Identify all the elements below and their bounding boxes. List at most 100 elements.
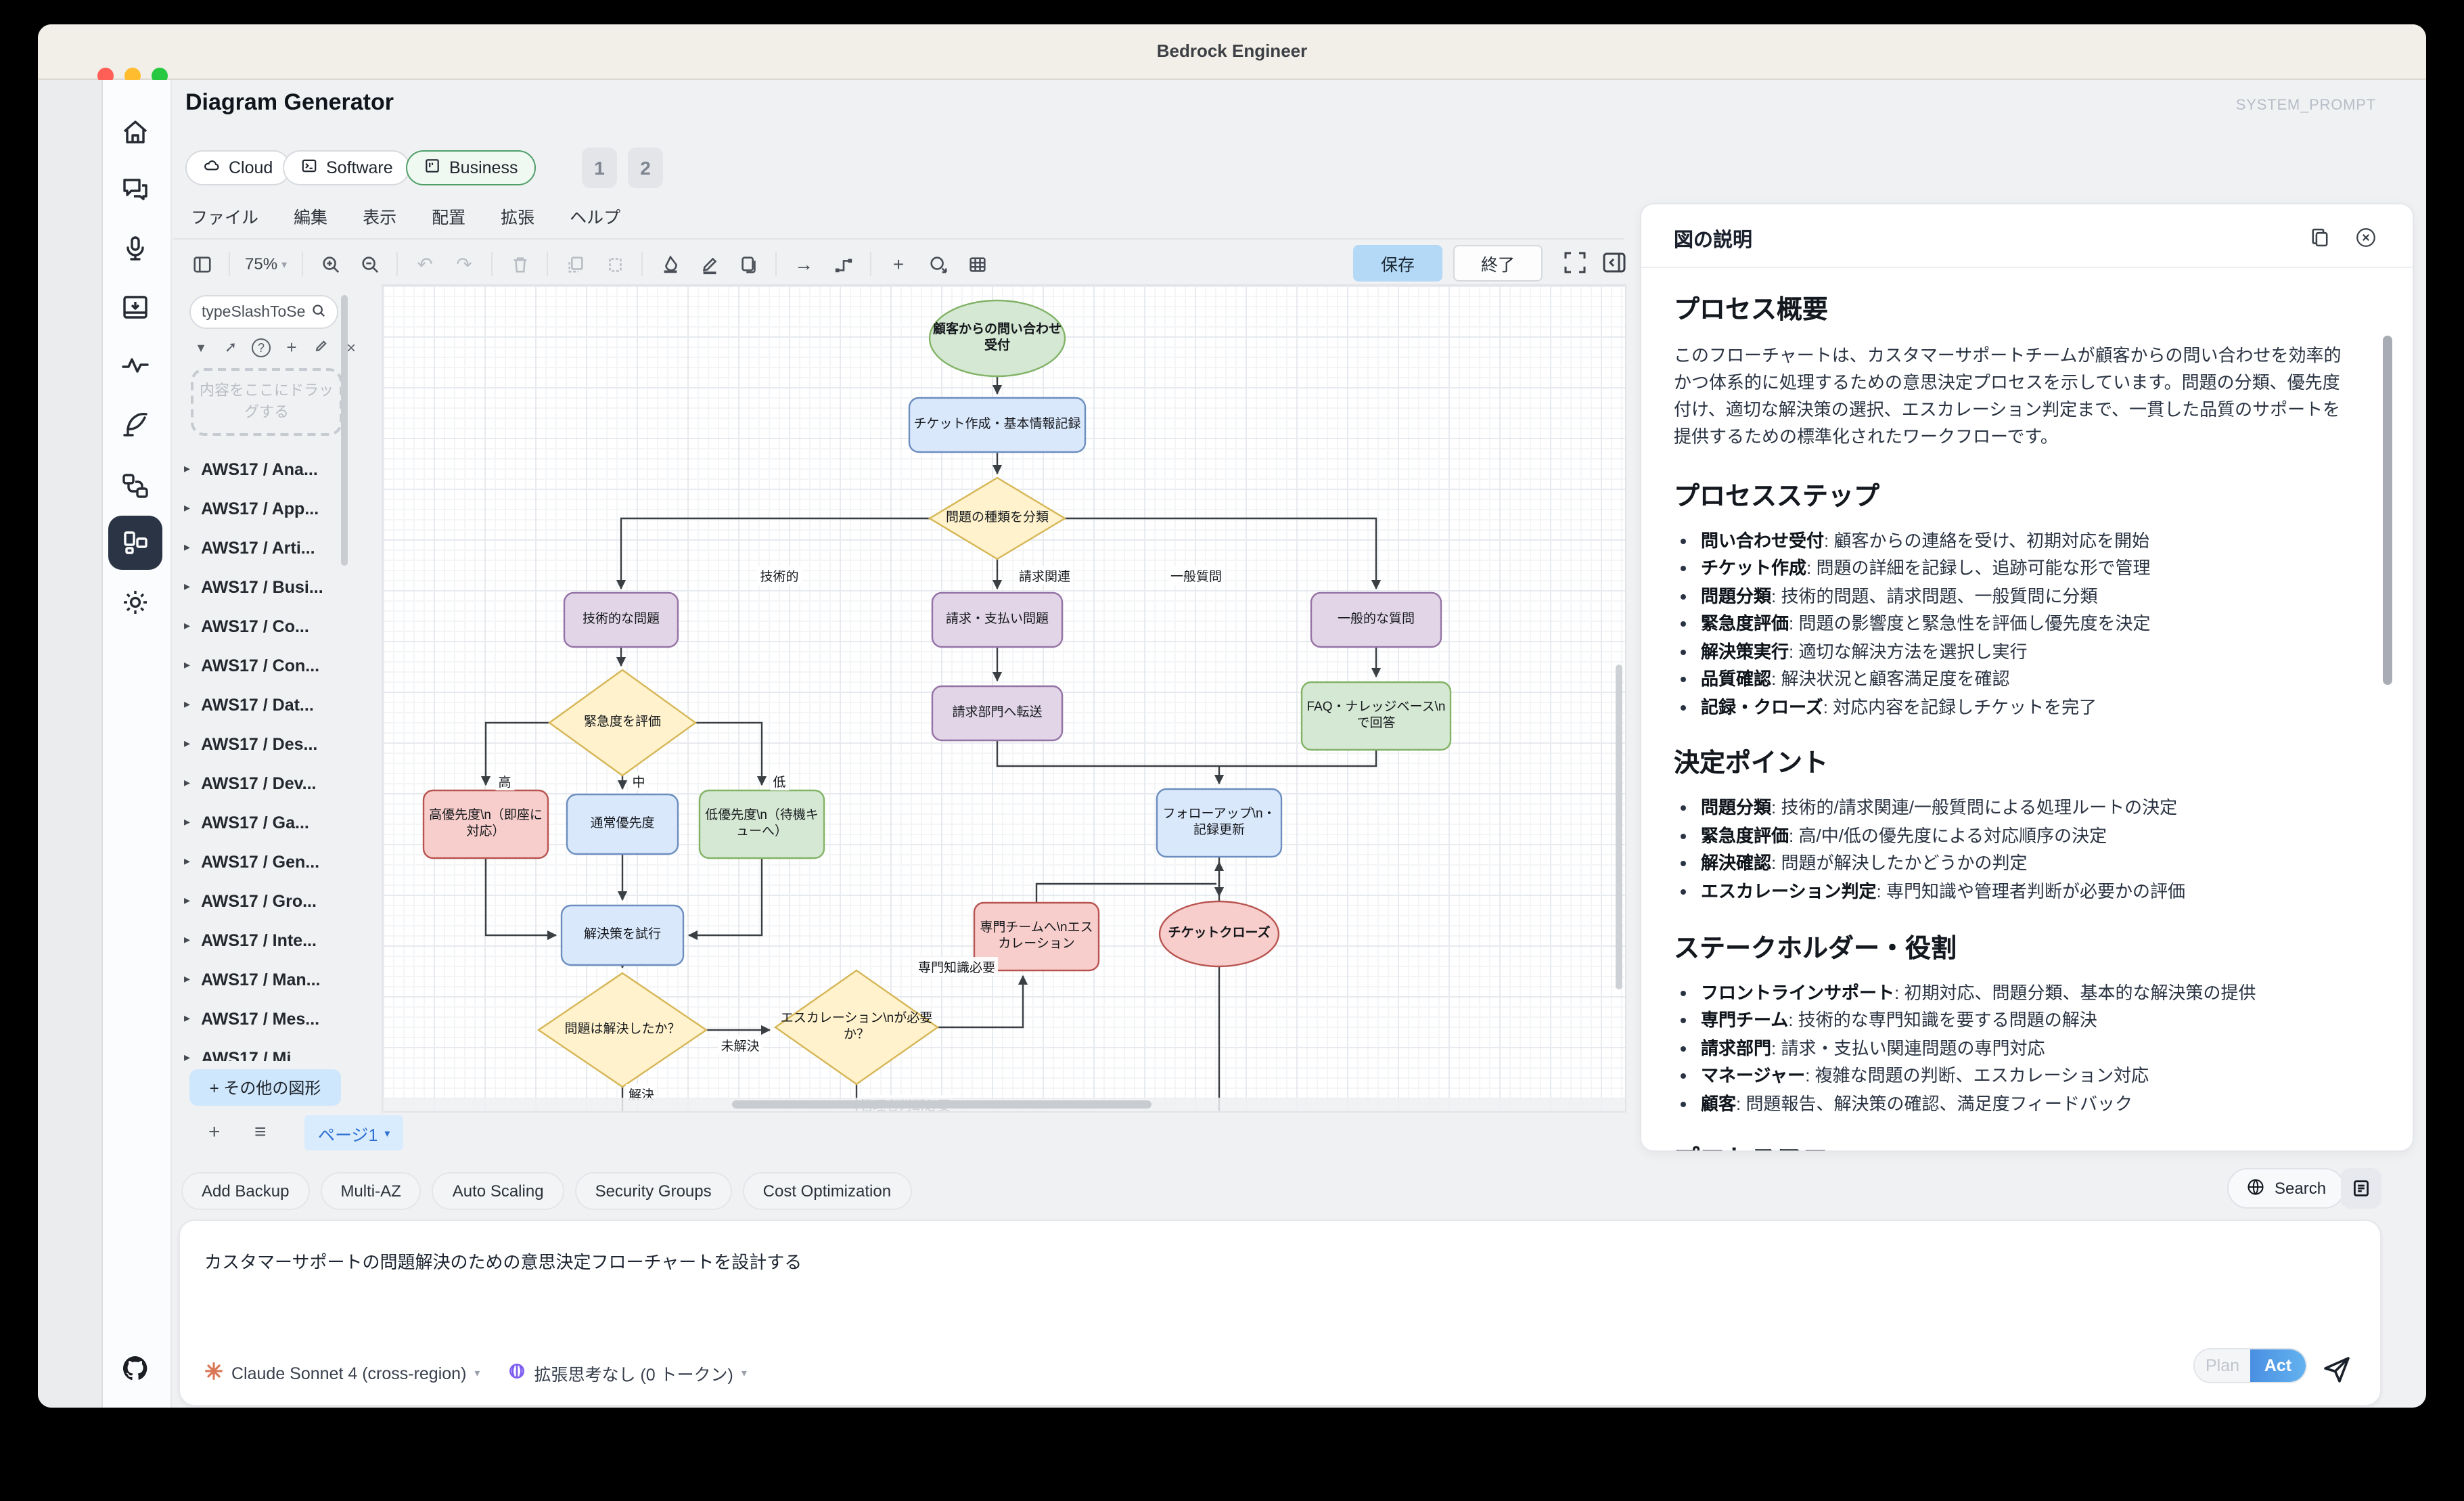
flow-node-followup[interactable]	[1156, 788, 1283, 858]
shape-group-item[interactable]: ▸AWS17 / App...	[184, 499, 319, 518]
zoom-level-dropdown[interactable]: 75%▾	[245, 254, 288, 273]
knowledge-base-icon[interactable]	[119, 291, 152, 323]
chat-icon[interactable]	[119, 173, 152, 206]
quick-chip[interactable]: Cost Optimization	[742, 1172, 912, 1210]
menu-item[interactable]: ヘルプ	[570, 208, 621, 227]
flow-node-faq[interactable]	[1300, 681, 1452, 751]
flow-edge[interactable]	[695, 721, 767, 786]
add-shape-icon[interactable]: +	[892, 253, 905, 275]
microphone-icon[interactable]	[119, 233, 152, 265]
flow-node-normal[interactable]	[566, 793, 679, 855]
zoom-in-icon[interactable]	[318, 252, 342, 276]
plan-act-toggle[interactable]: Plan Act	[2193, 1348, 2307, 1383]
flow-node-solved[interactable]	[537, 972, 708, 1088]
flow-node-try[interactable]	[560, 904, 685, 966]
flow-edge[interactable]	[1065, 517, 1382, 590]
quick-chip[interactable]: Add Backup	[181, 1172, 310, 1210]
flow-edge[interactable]	[480, 721, 549, 786]
system-prompt-link[interactable]: SYSTEM_PROMPT	[2235, 97, 2376, 114]
flow-edge[interactable]	[938, 974, 1028, 1029]
flow-edge[interactable]	[616, 517, 930, 590]
writer-feather-icon[interactable]	[119, 409, 152, 441]
flow-edge-label[interactable]: 高	[495, 771, 514, 790]
model-selector[interactable]: Claude Sonnet 4 (cross-region)	[231, 1364, 467, 1383]
add-icon[interactable]: +	[286, 337, 297, 357]
menu-item[interactable]: ファイル	[191, 208, 259, 227]
close-panel-icon[interactable]	[2354, 226, 2377, 249]
menu-item[interactable]: 配置	[432, 208, 466, 227]
fullscreen-icon[interactable]	[1561, 249, 1589, 276]
save-button[interactable]: 保存	[1353, 245, 1442, 282]
search-button[interactable]: Search	[2227, 1168, 2346, 1209]
canvas-hscrollbar-thumb[interactable]	[732, 1100, 1151, 1108]
page-tab[interactable]: ページ1▾	[304, 1115, 404, 1150]
flow-edge[interactable]	[1035, 882, 1216, 903]
flow-node-start[interactable]	[928, 299, 1066, 378]
flow-edge-label[interactable]: 技術的	[757, 566, 802, 585]
fill-color-icon[interactable]	[658, 252, 682, 276]
shape-search-input[interactable]: typeSlashToSe	[189, 295, 338, 329]
shape-group-item[interactable]: ▸AWS17 / Mes...	[184, 1009, 320, 1028]
insert-shape-icon[interactable]	[926, 252, 950, 276]
to-back-icon[interactable]	[602, 252, 626, 276]
flow-node-billing[interactable]	[931, 591, 1064, 648]
shape-group-item[interactable]: ▸AWS17 / Man...	[184, 970, 321, 989]
shape-group-item[interactable]: ▸AWS17 / Busi...	[184, 577, 323, 596]
quick-chip[interactable]: Multi-AZ	[320, 1172, 421, 1210]
exit-button[interactable]: 終了	[1453, 245, 1543, 282]
flow-node-tech[interactable]	[563, 591, 679, 648]
category-cloud[interactable]: Cloud	[185, 150, 291, 185]
flow-node-general[interactable]	[1310, 591, 1442, 648]
not​es-icon-button[interactable]	[2341, 1168, 2381, 1209]
description-scrollbar[interactable]	[2383, 336, 2392, 685]
prompt-input[interactable]: カスタマーサポートの問題解決のための意思決定フローチャートを設計する	[204, 1252, 802, 1272]
more-shapes-button[interactable]: + その他の図形	[189, 1069, 341, 1106]
plan-option[interactable]: Plan	[2195, 1349, 2250, 1382]
flow-node-transfer[interactable]	[931, 685, 1064, 742]
category-software[interactable]: Software	[283, 150, 411, 185]
cursor-arrow-icon[interactable]: ➚	[224, 340, 237, 356]
flow-node-urgency[interactable]	[547, 669, 698, 777]
diagram-generator-tab[interactable]	[108, 516, 162, 570]
shape-group-item[interactable]: ▸AWS17 / Des...	[184, 734, 318, 753]
add-page-icon[interactable]: +	[208, 1121, 221, 1144]
flow-node-classify[interactable]	[928, 476, 1067, 560]
shape-group-item[interactable]: ▸AWS17 / Dat...	[184, 695, 314, 714]
quick-chip[interactable]: Security Groups	[574, 1172, 732, 1210]
chevron-down-icon[interactable]: ▼	[195, 340, 207, 354]
close-icon[interactable]: ×	[346, 338, 356, 357]
flow-node-escteam[interactable]	[973, 901, 1100, 972]
shape-group-item[interactable]: ▸AWS17 / Ga...	[184, 813, 309, 832]
undo-icon[interactable]: ↶	[417, 252, 433, 274]
shape-group-item[interactable]: ▸AWS17 / Gen...	[184, 852, 320, 871]
history-slot-2[interactable]: 2	[628, 148, 663, 188]
flow-edge-label[interactable]: 請求関連	[1016, 566, 1074, 585]
github-icon[interactable]	[119, 1352, 152, 1385]
flow-node-ticket[interactable]	[908, 397, 1087, 453]
shape-group-item[interactable]: ▸AWS17 / Co...	[184, 617, 309, 635]
flow-edge[interactable]	[687, 858, 763, 941]
menu-item[interactable]: 拡張	[501, 208, 535, 227]
flow-node-close[interactable]	[1158, 900, 1280, 968]
help-icon[interactable]: ?	[252, 338, 271, 357]
pages-menu-icon[interactable]: ≡	[254, 1121, 267, 1144]
workflow-icon[interactable]	[119, 470, 152, 502]
flow-edge-label[interactable]: 中	[629, 771, 648, 790]
menu-item[interactable]: 編集	[294, 208, 328, 227]
diagram-canvas[interactable]: 顧客からの問い合わせ受付チケット作成・基本情報記録問題の種類を分類技術的な問題請…	[382, 284, 1626, 1113]
shape-group-item[interactable]: ▸AWS17 / Mi...	[184, 1038, 367, 1061]
flow-node-escq[interactable]	[773, 969, 940, 1085]
shape-group-item[interactable]: ▸AWS17 / Arti...	[184, 538, 315, 557]
shape-group-item[interactable]: ▸AWS17 / Inte...	[184, 931, 317, 949]
shape-panel-scrollbar[interactable]	[341, 295, 348, 566]
shape-group-item[interactable]: ▸AWS17 / Gro...	[184, 891, 317, 910]
delete-icon[interactable]	[507, 252, 532, 276]
shadow-icon[interactable]	[736, 252, 760, 276]
settings-gear-icon[interactable]	[119, 586, 152, 619]
flow-node-low[interactable]	[698, 789, 825, 859]
collapse-panel-icon[interactable]	[1601, 249, 1628, 276]
shape-group-item[interactable]: ▸AWS17 / Con...	[184, 656, 320, 675]
edge-arrow-icon[interactable]: →	[794, 253, 814, 275]
flow-edge-label[interactable]: 低	[770, 771, 789, 790]
activity-icon[interactable]	[119, 349, 152, 382]
